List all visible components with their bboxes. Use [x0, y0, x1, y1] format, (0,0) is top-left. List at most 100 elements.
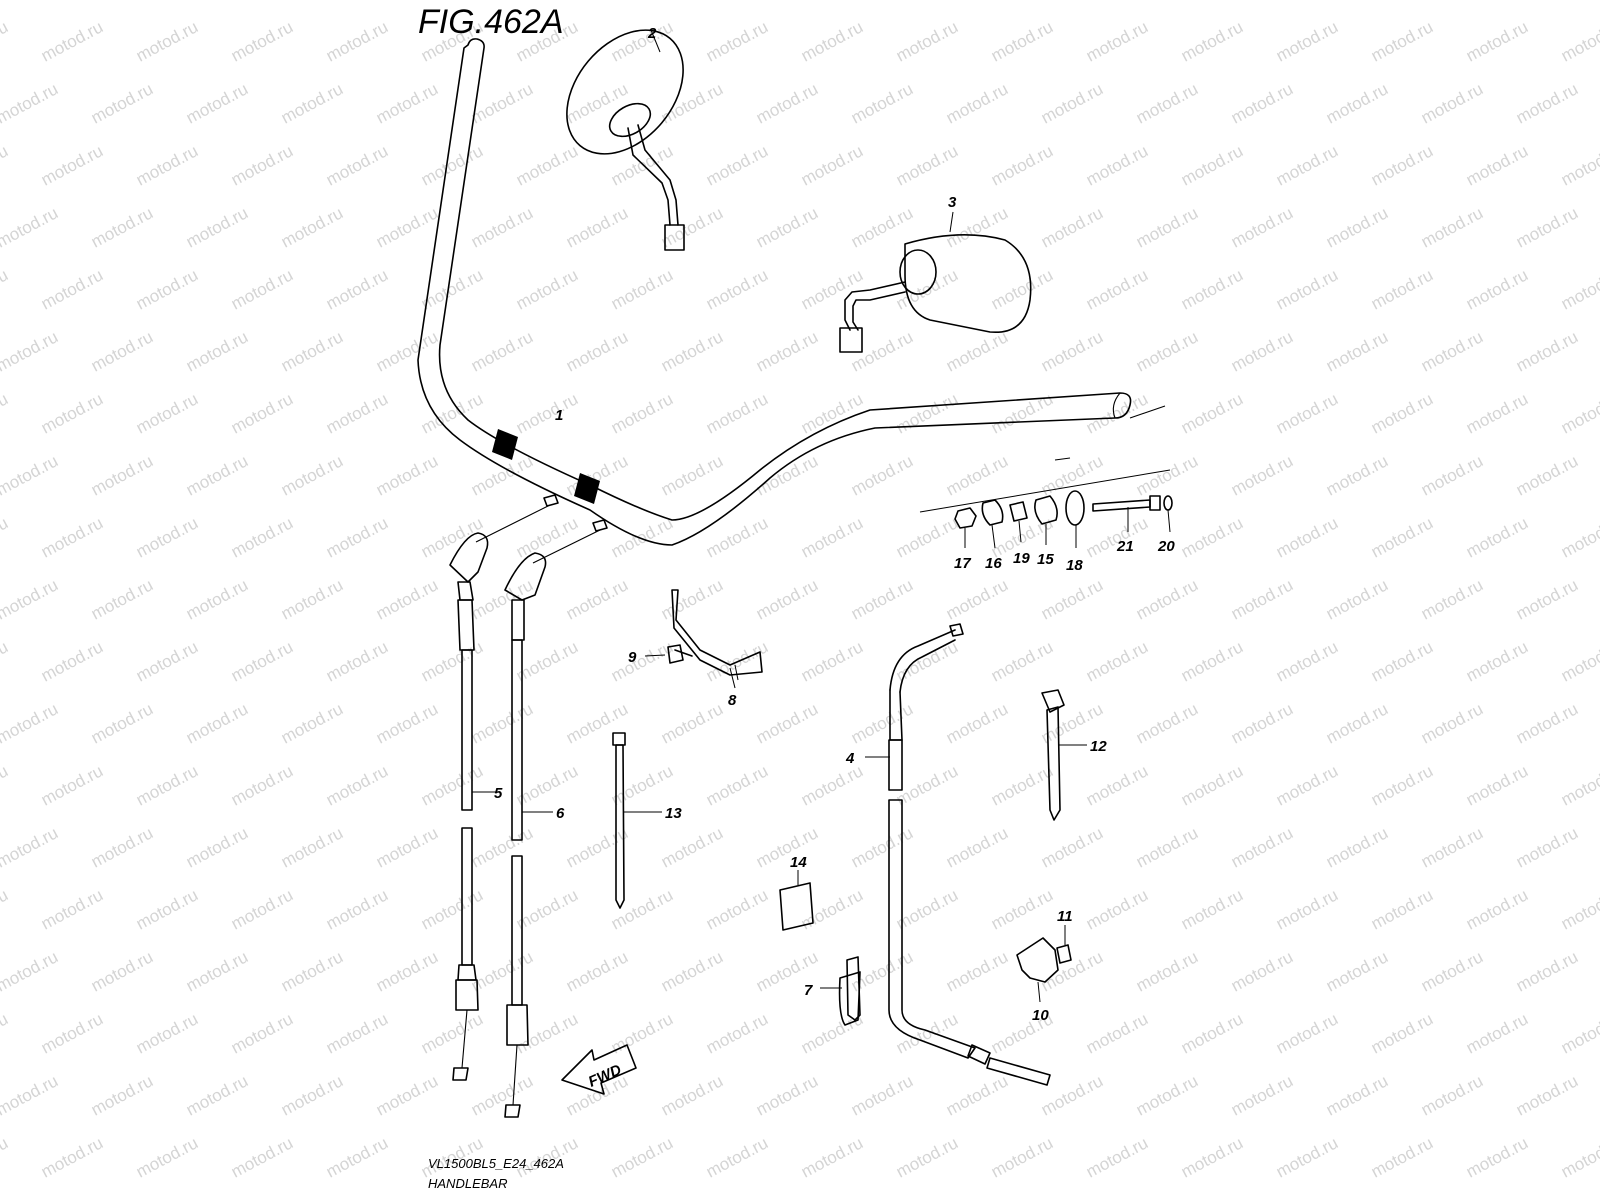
- watermark-text: motod.ru: [373, 1195, 441, 1200]
- washer[interactable]: [1163, 495, 1173, 533]
- watermark-text: motod.ru: [1463, 389, 1531, 437]
- watermark-text: motod.ru: [88, 1071, 156, 1119]
- watermark-text: motod.ru: [848, 79, 916, 127]
- watermark-text: motod.ru: [703, 1009, 771, 1057]
- watermark-text: motod.ru: [1323, 327, 1391, 375]
- throttle-cable-return[interactable]: [504, 519, 608, 1118]
- watermark-text: motod.ru: [798, 265, 866, 313]
- watermark-text: motod.ru: [1178, 761, 1246, 809]
- watermark-text: motod.ru: [893, 885, 961, 933]
- callout-labels: 1 2 3 4 5 6 7 8 9 10 11 12 13 14 15 16 1…: [494, 25, 1175, 1024]
- watermark-text: motod.ru: [1513, 327, 1581, 375]
- watermark-text: motod.ru: [563, 947, 631, 995]
- watermark-text: motod.ru: [1178, 885, 1246, 933]
- cable-tie[interactable]: [612, 732, 662, 909]
- collar[interactable]: [1009, 501, 1028, 543]
- watermark-text: motod.ru: [703, 885, 771, 933]
- watermark-text: motod.ru: [753, 699, 821, 747]
- watermark-text: motod.ru: [183, 79, 251, 127]
- watermark-text: motod.ru: [1228, 1195, 1296, 1200]
- clutch-cable[interactable]: [865, 623, 1051, 1086]
- watermark-text: motod.ru: [278, 0, 346, 4]
- nut[interactable]: [954, 507, 977, 548]
- mirror-right[interactable]: [839, 211, 1032, 353]
- cap[interactable]: [1065, 490, 1085, 548]
- watermark-text: motod.ru: [0, 1071, 61, 1119]
- watermark-text: motod.ru: [1418, 1195, 1486, 1200]
- watermark-text: motod.ru: [753, 0, 821, 4]
- watermark-text: motod.ru: [798, 1009, 866, 1057]
- watermark-text: motod.ru: [608, 265, 676, 313]
- watermark-text: motod.ru: [1083, 1009, 1151, 1057]
- balancer[interactable]: [1034, 495, 1058, 545]
- watermark-text: motod.ru: [278, 203, 346, 251]
- watermark-text: motod.ru: [0, 575, 61, 623]
- callout-12: 12: [1090, 738, 1107, 755]
- watermark-text: motod.ru: [1463, 265, 1531, 313]
- watermark-text: motod.ru: [0, 0, 61, 4]
- watermark-text: motod.ru: [1038, 947, 1106, 995]
- watermark-text: motod.ru: [183, 1071, 251, 1119]
- watermark-text: motod.ru: [1228, 451, 1296, 499]
- bolt[interactable]: [644, 644, 693, 664]
- watermark-text: motod.ru: [1228, 79, 1296, 127]
- watermark-text: motod.ru: [133, 513, 201, 561]
- watermark-text: motod.ru: [943, 1071, 1011, 1119]
- throttle-cable-pull[interactable]: [449, 494, 559, 1081]
- balancer-assembly: [919, 457, 1173, 549]
- watermark-text: motod.ru: [183, 699, 251, 747]
- mirror-left[interactable]: [543, 8, 707, 251]
- callout-11: 11: [1057, 908, 1073, 925]
- watermark-text: motod.ru: [1133, 0, 1201, 4]
- watermark-text: motod.ru: [848, 451, 916, 499]
- watermark-text: motod.ru: [1513, 0, 1581, 4]
- watermark-text: motod.ru: [848, 575, 916, 623]
- cable-clamp[interactable]: [820, 956, 861, 1026]
- watermark-text: motod.ru: [563, 823, 631, 871]
- handlebar[interactable]: [417, 38, 1166, 546]
- watermark-text: motod.ru: [88, 79, 156, 127]
- watermark-text: motod.ru: [1083, 17, 1151, 65]
- watermark-text: motod.ru: [38, 389, 106, 437]
- watermark-text: motod.ru: [1178, 513, 1246, 561]
- watermark-text: motod.ru: [323, 17, 391, 65]
- watermark-text: motod.ru: [1558, 761, 1600, 809]
- watermark-text: motod.ru: [513, 637, 581, 685]
- watermark-text: motod.ru: [1273, 141, 1341, 189]
- watermark-text: motod.ru: [183, 327, 251, 375]
- watermark-text: motod.ru: [0, 823, 61, 871]
- cable-tie[interactable]: [1041, 689, 1087, 821]
- callout-16: 16: [985, 555, 1002, 572]
- watermark-text: motod.ru: [228, 17, 296, 65]
- label[interactable]: [779, 870, 814, 931]
- watermark-text: motod.ru: [183, 947, 251, 995]
- watermark-text: motod.ru: [278, 79, 346, 127]
- watermark-text: motod.ru: [418, 885, 486, 933]
- watermark-text: motod.ru: [1038, 823, 1106, 871]
- screw[interactable]: [1092, 495, 1161, 532]
- watermark-text: motod.ru: [1038, 79, 1106, 127]
- watermark-text: motod.ru: [1418, 699, 1486, 747]
- cable-guide[interactable]: [671, 589, 763, 689]
- watermark-text: motod.ru: [893, 1133, 961, 1181]
- balancer[interactable]: [981, 499, 1004, 549]
- watermark-text: motod.ru: [798, 761, 866, 809]
- watermark-text: motod.ru: [753, 79, 821, 127]
- watermark-text: motod.ru: [373, 327, 441, 375]
- watermark-text: motod.ru: [228, 761, 296, 809]
- watermark-text: motod.ru: [0, 1195, 61, 1200]
- watermark-text: motod.ru: [373, 575, 441, 623]
- watermark-text: motod.ru: [1463, 17, 1531, 65]
- callout-21: 21: [1116, 538, 1134, 555]
- watermark-text: motod.ru: [943, 575, 1011, 623]
- clamp[interactable]: [1016, 937, 1059, 1003]
- watermark-text: motod.ru: [278, 1071, 346, 1119]
- watermark-text: motod.ru: [278, 451, 346, 499]
- watermark-text: motod.ru: [798, 513, 866, 561]
- watermark-text: motod.ru: [133, 1133, 201, 1181]
- watermark-text: motod.ru: [373, 79, 441, 127]
- bolt[interactable]: [1056, 925, 1072, 964]
- watermark-text: motod.ru: [1083, 885, 1151, 933]
- watermark-text: motod.ru: [38, 17, 106, 65]
- watermark-text: motod.ru: [373, 699, 441, 747]
